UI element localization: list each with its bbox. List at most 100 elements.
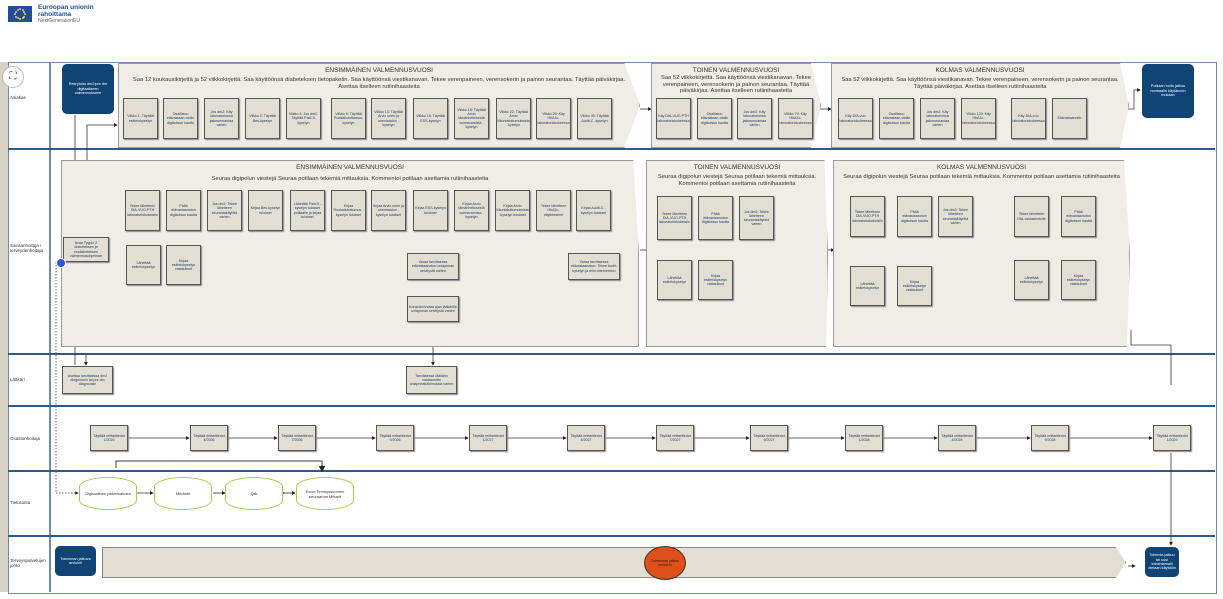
task-nurse-y1-followup[interactable]: Varaa tarvittaessa etävastaanoton uniapn… [407,253,459,280]
phase-title: ENSIMMÄINEN VALMENNUSVUOSI [325,67,433,74]
lane-label-asiakas: Asiakas [10,95,26,100]
task-nurse-y3[interactable]: Lähettää esitietokyselyn [1014,260,1049,300]
task-nurse-y1-followup[interactable]: Varaa tarvittaessa etävastaanoton. Tekee… [568,253,620,280]
end-event-normal-care[interactable]: Potilaan hoito jatkuu normaalin käytännö… [1142,64,1194,118]
task-nurse-y1[interactable]: Kirjaa ESS-kyselyn tulokset [413,190,448,231]
task-nurse-y3[interactable]: Kirjaa esitietokyselyn vastaukset [897,266,932,306]
task-diagnosis[interactable]: Asettaa tarvittaessa dm2 diagnoosin tai … [62,366,113,394]
task-fill-metrics[interactable]: Täyttää mittaritiedot 9/2028 [1031,425,1069,451]
datastore-mediatri[interactable]: Mediatri [154,477,212,510]
task-nurse-y1[interactable]: Kirjaa Arvio liikuntatottumuksista -kyse… [495,190,530,231]
info-badge-icon[interactable] [56,258,66,268]
task-client-y1[interactable]: Viikko 13: Täyttää Arvio unen ja unenlaa… [371,98,406,139]
task-fill-metrics[interactable]: Täyttää mittaritiedot 4/2027 [567,425,605,451]
task-client-y1[interactable]: Viikko 1: Täyttää esitietokyselyn [123,98,158,139]
task-client-y3[interactable]: Käy DIA-vuo laboratoriokokeessa [838,98,873,139]
task-client-y1[interactable]: Viikko 18: Täyttää Arvio tämänhetkisestä… [454,98,489,139]
eu-star-icon [21,17,24,20]
lane-separator [8,148,1215,150]
phase-description: Saa 12 kuukausikirjettä ja 52 viikkokirj… [132,77,626,90]
task-nurse-y1[interactable]: Kirjaa Bes-kyselyn tulokset [248,190,283,231]
task-client-y1[interactable]: Osallistuu etävastaan-otolle digikutsun … [163,98,198,139]
task-nurse-y3[interactable]: Jos dm2: Tekee lähetteen seurantakäyntiä… [938,196,973,237]
lane-separator [8,405,1215,407]
task-nurse-y1[interactable]: Tekee lähetteen HbA1c-näytteeseen [536,190,571,231]
lane-label-tietoranta: Tietoranta [10,500,31,505]
phase-hoitaja-year3: KOLMAS VALMENNUSVUOSI Seuraa digipolun v… [833,160,1130,347]
phase-hoitaja-year2: TOINEN VALMENNUSVUOSI Seuraa digipolun v… [646,160,828,347]
task-nurse-y1[interactable]: Tekee lähetteen DIA-VUO-PTH laboratoriok… [125,190,160,231]
task-fill-metrics[interactable]: Täyttää mittaritiedot 1/2027 [469,425,507,451]
phase-description: Seuraa digipolun viestejä Seuraa potilaa… [657,174,817,187]
start-event-recruited[interactable]: Rekrytoitu dm2/pre dm digitaaliseen valm… [62,64,114,114]
fullscreen-button[interactable]: ⛶ [2,66,24,88]
phase-description: Seuraa digipolun viestejä Seuraa potilaa… [211,176,489,182]
task-fill-metrics[interactable]: Täyttää mittaritiedot 4/2028 [938,425,976,451]
task-nurse-y1[interactable]: Lähettää Paid-5 -kyselyn tulokset potila… [290,190,325,231]
task-nurse-y1[interactable]: Kirjaa Ruokailutottumus -kyselyn tulokse… [331,190,366,231]
task-client-y2[interactable]: Jos dm2: Käy laboratoriossa jatkoseurant… [737,98,772,139]
task-nurse-y3[interactable]: Tekee lähetteen DIA-vastaanotolle [1014,196,1049,237]
start-continuous-evaluation[interactable]: Toiminnan jatkuva arviointi [55,546,96,576]
task-client-y1[interactable]: Jos dm2: Käy laboratoriossa jatkoseurant… [204,98,239,139]
eu-star-icon [19,8,21,10]
lane-label-hoitaja: Sairaanhoitaja / terveydenhoitaja [10,243,44,253]
task-nurse-y3[interactable]: Lähettää esitietokyselyn [850,266,885,306]
datastore-excel-metrics[interactable]: Excel Terveyssuomen seuraamat Mittarit [296,477,354,510]
start-task-open-program[interactable]: Avaa Tyypin 2 diabeteksen ja esidiabetek… [63,237,109,262]
task-nurse-y2[interactable]: Tekee lähetteen DIA-VUO-PTH laboratoriok… [657,196,692,240]
task-fill-metrics[interactable]: Täyttää mittaritiedot 9/2027 [750,425,788,451]
task-nurse-y3[interactable]: Pitää etävastaanoton digikutsun kautta [897,196,932,237]
task-nurse-y3[interactable]: Pitää etävastaanoton digikutsun kautta [1061,196,1096,237]
task-client-y3[interactable]: Osallistuu etävastaan-otolle digikutsun … [879,98,914,139]
task-fill-metrics[interactable]: Täyttää mittaritiedot 1/2026 [90,425,128,451]
lane-label-laakari: Lääkäri [10,377,25,382]
task-fill-metrics[interactable]: Täyttää mittaritiedot 1/2029 [1153,425,1191,451]
task-nurse-y1[interactable]: Kirjaa Arvio unen ja unenlaadun -kyselyn… [371,190,406,231]
task-nurse-y1[interactable]: Pitää etävastaanoton digikutsun kautta [166,190,201,231]
task-nurse-y2[interactable]: Kirjaa esitietokyselyn vastaukset [698,260,733,300]
task-nurse-y1-followup[interactable]: Kirjaa esitietokyselyn vastaukset [166,245,201,285]
task-client-y3[interactable]: Viikko 129: Käy HbA1c-laboratoriokokeess… [961,98,996,139]
lane-separator [8,353,1215,355]
task-client-y3[interactable]: Etävastaanotto [1052,98,1087,139]
task-client-y2[interactable]: Viikko 79: Käy HbA1c-laboratoriokokeessa [778,98,813,139]
phase-title: TOINEN VALMENNUSVUOSI [692,67,780,74]
task-client-y1[interactable]: Viikko 15: Täyttää ESS-kyselyn [413,98,448,139]
task-fill-metrics[interactable]: Täyttää mittaritiedot 7/2027 [656,425,694,451]
eu-star-icon [23,10,26,13]
task-client-y1[interactable]: Viikko 4: Jos dm2: Täyttää Paid-5-kysely… [286,98,321,139]
event-evaluation[interactable]: Toiminnan jatkon arviointi [644,546,686,580]
task-nurse-y2[interactable]: Pitää etävastaanoton digikutsun kautta [698,196,733,240]
datastore-digital-platform[interactable]: Digitaalinen palvelualusta [79,477,137,510]
task-nurse-y1[interactable]: Kirjaa Audit-C -kyselyn tulokset [576,190,611,231]
eu-star-icon [23,15,26,18]
task-nurse-y1-followup[interactable]: Konsultoi/varaa ajan lääkärille uniapnea… [407,296,459,322]
task-nurse-y1[interactable]: Jos dm2: Tekee lähetteen seurantakäyntiä… [207,190,242,231]
task-client-y1[interactable]: Viikko 22: Täyttää Arvio liikuntatottumu… [496,98,531,139]
task-client-y2[interactable]: Käy DIA-VUO-PTH laboratoriokokeessa [656,98,691,139]
eu-star-icon [24,13,26,15]
task-fill-metrics[interactable]: Täyttää mittaritiedot 4/2026 [190,425,228,451]
task-client-y3[interactable]: Jos dm2: Käy laboratoriossa jatkoseurant… [920,98,955,139]
task-client-y1[interactable]: Viikko 26: Käy HbA1c-laboratoriokokeessa [536,98,571,139]
task-doctor-appointment[interactable]: Tarvittaessa lääkärin vastaanotto uniapn… [406,366,457,394]
task-nurse-y2[interactable]: Jos dm2: Tekee lähetteen seurantakäyntiä… [739,196,774,240]
task-client-y3[interactable]: Käy DIA-vuo laboratoriokokeessa [1011,98,1046,139]
task-nurse-y3[interactable]: Tekee lähetteen DIA-VUO-PTH laboratoriok… [850,196,885,237]
task-fill-metrics[interactable]: Täyttää mittaritiedot 9/2026 [376,425,414,451]
task-nurse-y3[interactable]: Kirjaa esitietokyselyn vastaukset [1061,260,1096,300]
funding-line2: rahoittama [38,11,72,18]
task-client-y1[interactable]: Viikko 40: Täyttää Audit-C -kyselyn [577,98,612,139]
task-nurse-y1[interactable]: Kirjaa Arvio tämänhetkisestä voimavarois… [454,190,489,231]
task-client-y2[interactable]: Osallistuu etävastaan-otolle digikutsun … [697,98,732,139]
task-nurse-y1-followup[interactable]: Lähettää esitietokyselyn [126,245,161,285]
task-client-y1[interactable]: Viikko 9: Täyttää Ruokailutottumus-kysel… [331,98,366,139]
datastore-qlik[interactable]: Qlik [225,477,283,510]
end-new-operating-model[interactable]: Toiminta jatkuu tai uusi toimintamalli o… [1145,547,1179,577]
task-fill-metrics[interactable]: Täyttää mittaritiedot 1/2028 [845,425,883,451]
task-nurse-y2[interactable]: Lähettää esitietokyselyn [657,260,692,300]
task-fill-metrics[interactable]: Täyttää mittaritiedot 7/2026 [278,425,316,451]
swimlane-pool [8,62,1217,594]
task-client-y1[interactable]: Viikko 2: Täyttää Bes-kyselyn [245,98,280,139]
